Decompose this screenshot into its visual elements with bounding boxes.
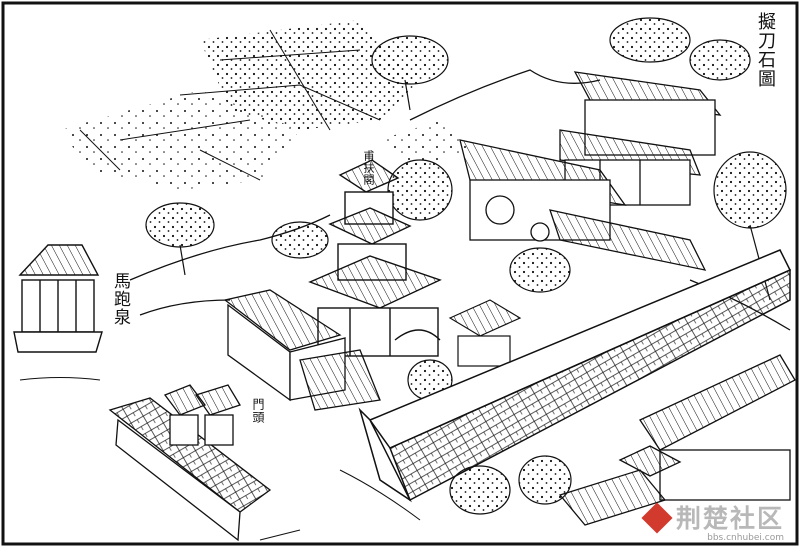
field-lines — [79, 29, 381, 181]
compound-wall — [358, 249, 792, 503]
trees — [145, 17, 787, 515]
gate-label: 門頭 — [251, 398, 265, 424]
dotted-fields — [60, 20, 470, 190]
courtyard-shrine — [448, 299, 522, 367]
side-hall — [223, 289, 381, 411]
brand-logo-icon — [641, 502, 673, 534]
lower-buildings — [558, 354, 796, 526]
pavilion-label: 甫扶閣 — [362, 150, 375, 186]
site-watermark: 荆楚社区 bbs.cnhubei.com — [641, 499, 784, 543]
front-gate — [108, 384, 272, 542]
tiered-pavilion — [308, 159, 442, 357]
spring-label: 馬跑泉 — [110, 272, 130, 326]
artwork-title: 擬刀石圖 — [755, 12, 776, 88]
middle-hall — [459, 139, 707, 271]
watermark-url: bbs.cnhubei.com — [707, 533, 784, 543]
ground-lines — [19, 377, 421, 541]
spring-pavilion — [13, 244, 103, 353]
watermark-brand: 荆楚社区 — [675, 504, 784, 533]
